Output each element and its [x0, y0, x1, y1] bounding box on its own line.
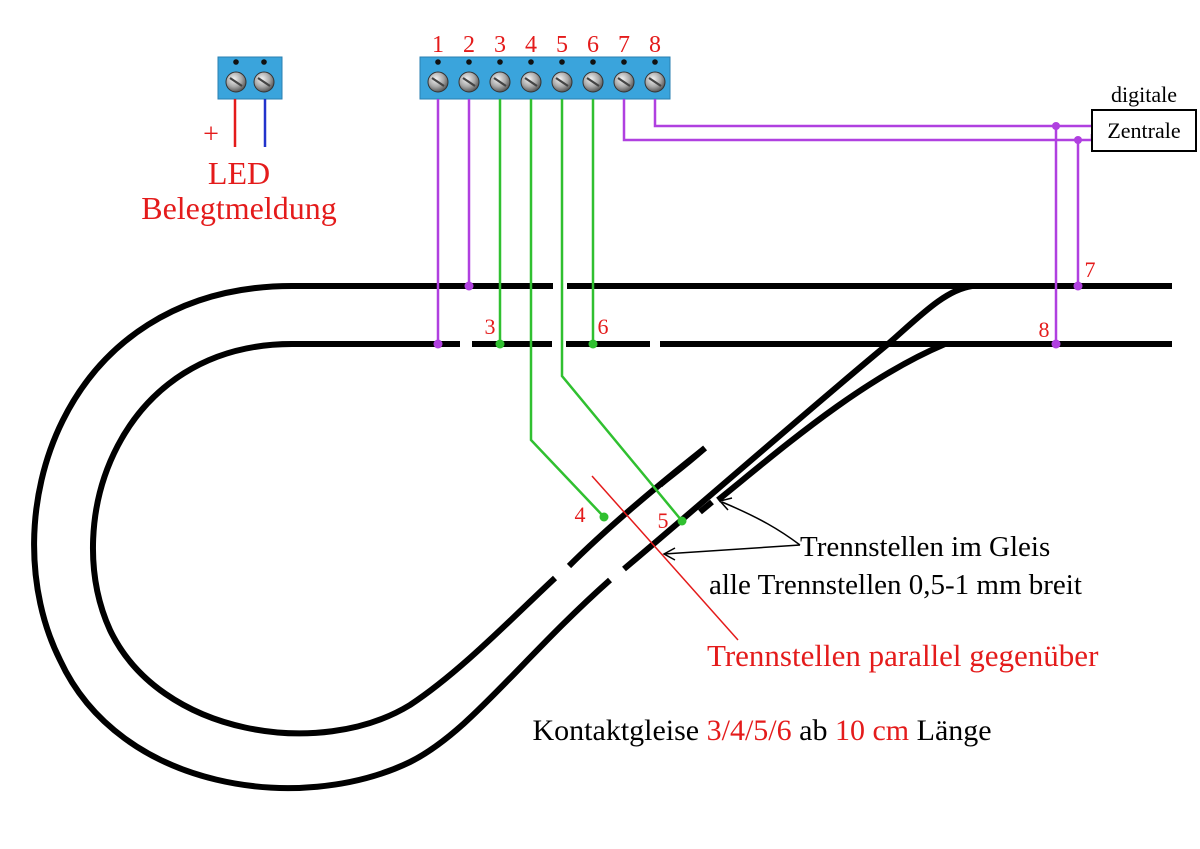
contact-label-3: 3 — [485, 314, 496, 339]
wire-8 — [653, 99, 1058, 344]
dot-1 — [433, 339, 443, 349]
arrow-upper-gap — [721, 501, 801, 546]
footer-annotation: Kontaktgleise 3/4/5/6 ab 10 cm Länge — [495, 714, 1014, 747]
led-subtitle: Belegtmeldung — [141, 190, 337, 226]
footer-tracks: 3/4/5/6 — [707, 714, 792, 747]
dot-7 — [1073, 281, 1083, 291]
terminal-number-8: 8 — [649, 32, 661, 58]
terminal-number-5: 5 — [556, 32, 568, 58]
inner-diagonal-rail-gap-right — [698, 499, 714, 515]
gap-arrows — [662, 497, 801, 561]
purple-wires — [436, 99, 1094, 344]
dot-2 — [464, 281, 474, 291]
wire-5 — [560, 99, 683, 522]
contact-label-5: 5 — [658, 508, 669, 533]
terminal-number-3: 3 — [494, 32, 506, 58]
terminal-number-2: 2 — [463, 32, 475, 58]
dot-7-junction — [1074, 136, 1082, 144]
terminal-numbers: 1 2 3 4 5 6 7 8 — [432, 32, 661, 58]
parallel-annotation: Trennstellen parallel gegenüber — [707, 638, 1099, 673]
terminal-number-1: 1 — [432, 32, 444, 58]
led-plus-label: + — [203, 119, 219, 150]
dot-6 — [588, 339, 598, 349]
contact-label-4: 4 — [575, 502, 586, 527]
contact-labels: 3 6 4 5 7 8 — [485, 257, 1096, 533]
parallel-indicator-line — [591, 475, 739, 641]
footer-part2: ab — [792, 714, 835, 747]
diagonal-to-upper-outer — [886, 283, 973, 347]
terminal-number-4: 4 — [525, 32, 537, 58]
footer-part1: Kontaktgleise — [533, 714, 707, 747]
gaps-annotation-line1: Trennstellen im Gleis — [800, 531, 1050, 563]
connection-dots — [433, 122, 1083, 526]
footer-part3: Länge — [909, 714, 991, 747]
dot-8-junction — [1052, 122, 1060, 130]
dot-3 — [495, 339, 505, 349]
led-title: LED — [208, 155, 270, 191]
inner-loop-rail — [89, 341, 558, 737]
arrow-upper-gap-head — [718, 497, 733, 511]
green-wires — [498, 99, 683, 522]
contact-label-8: 8 — [1039, 317, 1050, 342]
dot-4 — [599, 512, 609, 522]
wire-7 — [622, 99, 1080, 286]
footer-length: 10 cm — [835, 714, 909, 747]
terminal-number-6: 6 — [587, 32, 599, 58]
outer-diagonal-rail — [622, 341, 890, 572]
contact-label-7: 7 — [1085, 257, 1096, 282]
central-unit-box — [1091, 109, 1197, 152]
track-layout — [31, 283, 1172, 792]
main-terminal-block — [419, 56, 671, 100]
central-label-box: Zentrale — [1107, 118, 1180, 143]
inner-diagonal-rail-low — [657, 445, 707, 488]
dot-5 — [677, 516, 687, 526]
arrow-lower-gap — [663, 544, 801, 555]
led-terminal-block — [217, 56, 283, 100]
wire-4 — [529, 99, 605, 518]
contact-label-6: 6 — [598, 314, 609, 339]
central-label-top: digitale — [1111, 82, 1177, 107]
terminal-number-7: 7 — [618, 32, 630, 58]
gaps-annotation-line2: alle Trennstellen 0,5-1 mm breit — [709, 569, 1082, 601]
outer-loop-rail — [31, 283, 612, 792]
diagonal-to-lower-inner — [716, 341, 947, 503]
arrow-lower-gap-head — [662, 547, 676, 561]
dot-8 — [1051, 339, 1061, 349]
